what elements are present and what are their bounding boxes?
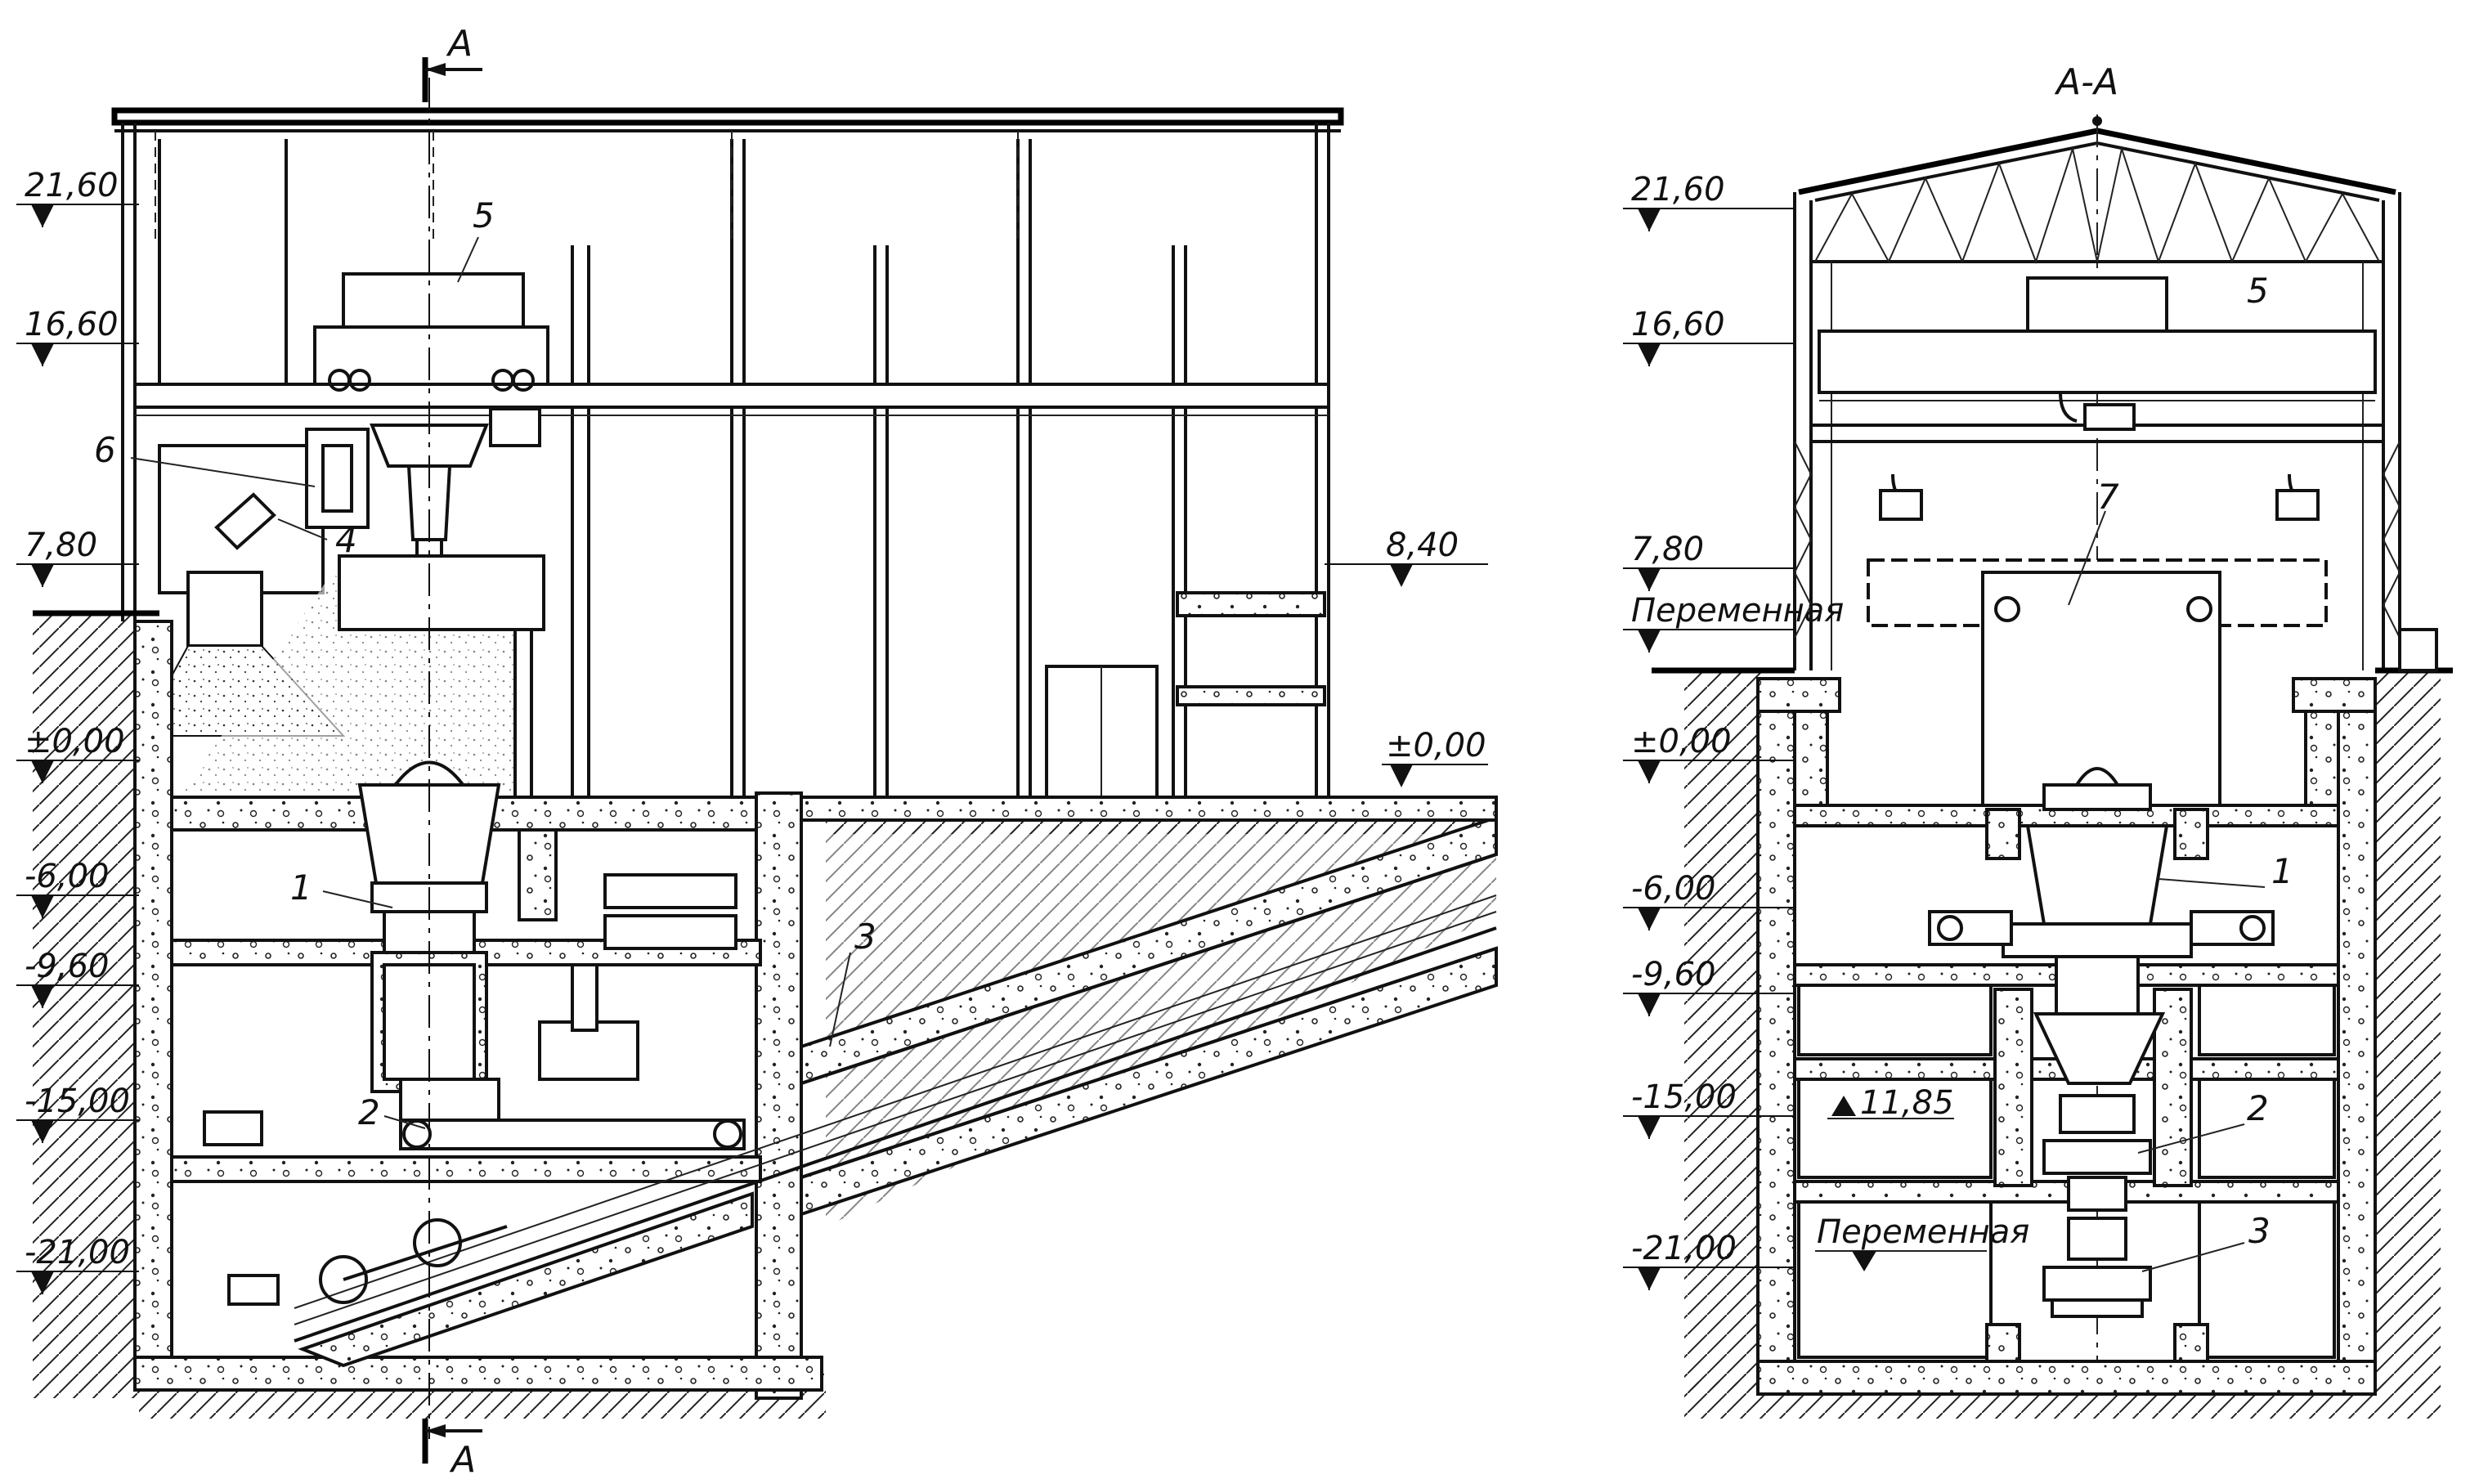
callout-3-right: 3 xyxy=(2248,1211,2271,1251)
callout-1-left: 1 xyxy=(290,868,312,908)
lower-equipment-left xyxy=(203,1110,508,1306)
callout-4-left: 4 xyxy=(335,520,357,560)
right-level-label-3: Переменная xyxy=(1631,592,1844,630)
callout-2-left: 2 xyxy=(358,1092,380,1132)
right-level-1: 16,60 xyxy=(1623,306,1795,366)
left-level-label-3: ±0,00 xyxy=(25,723,125,760)
section-mark-top: A xyxy=(422,23,482,102)
right-level-label-5: -6,00 xyxy=(1631,870,1716,908)
left-extra-level-label-0: 8,40 xyxy=(1386,527,1459,564)
left-level-label-1: 16,60 xyxy=(25,306,119,343)
right-level-3: Переменная xyxy=(1623,592,1844,652)
right-level-label-6: -9,60 xyxy=(1631,956,1716,993)
overhead-crane-5-left xyxy=(313,272,549,447)
roof-left xyxy=(111,107,1344,126)
right-level-label-0: 21,60 xyxy=(1631,171,1725,208)
gyratory-crusher-1-right xyxy=(1928,767,2275,1085)
right-level-7: -15,00 xyxy=(1623,1078,1795,1139)
section-letter-top: A xyxy=(446,23,473,65)
callout-5-left: 5 xyxy=(473,195,495,235)
feeder-2-and-conveyor-3-right xyxy=(2042,1094,2152,1318)
right-level-2: 7,80 xyxy=(1623,531,1795,591)
callout-2-right: 2 xyxy=(2247,1088,2269,1128)
left-level-label-4: -6,00 xyxy=(25,858,110,895)
section-mark-bottom: A xyxy=(422,1419,482,1481)
callout-7-right: 7 xyxy=(2097,477,2119,517)
mark-11-85: 11,85 xyxy=(1860,1084,1954,1122)
overhead-crane-5-right xyxy=(1818,276,2377,521)
inclined-conveyor-gallery-3 xyxy=(294,815,1498,1368)
grade-slab-left xyxy=(800,796,1498,822)
crusher-shaft-structure xyxy=(133,620,823,1400)
right-level-label-8: -21,00 xyxy=(1631,1230,1737,1267)
left-level-label-7: -21,00 xyxy=(25,1234,130,1271)
right-level-label-1: 16,60 xyxy=(1631,306,1725,343)
callout-5-right: 5 xyxy=(2247,271,2269,311)
left-extra-level-1: ±0,00 xyxy=(1382,727,1488,787)
callout-1-right: 1 xyxy=(2271,851,2293,891)
mark-variable-inner: Переменная xyxy=(1817,1213,2029,1251)
section-letter-bottom: A xyxy=(449,1439,476,1481)
left-level-5: -9,60 xyxy=(16,948,139,1008)
left-level-3: ±0,00 xyxy=(16,723,139,783)
ground-hatch-a-left xyxy=(1684,670,1762,1390)
ground-hatch-a-right xyxy=(2375,670,2441,1390)
left-level-label-5: -9,60 xyxy=(25,948,110,985)
right-level-6: -9,60 xyxy=(1623,956,1795,1016)
dump-station xyxy=(137,428,545,809)
left-level-label-0: 21,60 xyxy=(25,167,119,204)
right-level-4: ±0,00 xyxy=(1623,723,1795,783)
inner-mark-11-85: 11,85 xyxy=(1827,1084,1954,1122)
apron-feeder-2 xyxy=(399,873,746,1150)
left-extra-level-label-1: ±0,00 xyxy=(1386,727,1486,764)
longitudinal-section: A A 21,60 16,60 7,80 ±0,00 -6,00 -9,60 -15,00 -… xyxy=(16,23,1498,1481)
left-extra-level-marks: 8,40 ±0,00 xyxy=(1325,527,1488,787)
right-level-0: 21,60 xyxy=(1623,171,1795,231)
left-level-label-6: -15,00 xyxy=(25,1083,130,1120)
left-level-6: -15,00 xyxy=(16,1083,139,1143)
left-level-1: 16,60 xyxy=(16,306,139,366)
ground-hatch-left xyxy=(33,613,139,1398)
callout-3-left: 3 xyxy=(854,917,876,957)
left-callouts: 1 2 3 4 5 6 xyxy=(94,195,876,1132)
left-level-0: 21,60 xyxy=(16,167,139,227)
left-level-marks: 21,60 16,60 7,80 ±0,00 -6,00 -9,60 -15,00 -21,0… xyxy=(16,167,139,1294)
section-title-a-a: A-A xyxy=(2054,61,2118,103)
left-level-label-2: 7,80 xyxy=(25,527,97,564)
inner-mark-variable: Переменная xyxy=(1815,1213,2029,1271)
left-level-2: 7,80 xyxy=(16,527,139,587)
right-callouts: 1 2 3 5 7 xyxy=(2068,271,2293,1272)
right-level-8: -21,00 xyxy=(1623,1230,1795,1290)
left-level-4: -6,00 xyxy=(16,858,139,918)
right-level-label-4: ±0,00 xyxy=(1631,723,1732,760)
crane-girder-left xyxy=(133,383,1330,409)
right-level-5: -6,00 xyxy=(1623,870,1795,930)
right-level-label-2: 7,80 xyxy=(1631,531,1704,568)
callout-6-left: 6 xyxy=(94,430,116,470)
left-level-7: -21,00 xyxy=(16,1234,139,1294)
right-level-label-7: -15,00 xyxy=(1631,1078,1737,1116)
annex-at-8-40 xyxy=(1045,591,1326,811)
left-extra-level-0: 8,40 xyxy=(1325,527,1488,587)
